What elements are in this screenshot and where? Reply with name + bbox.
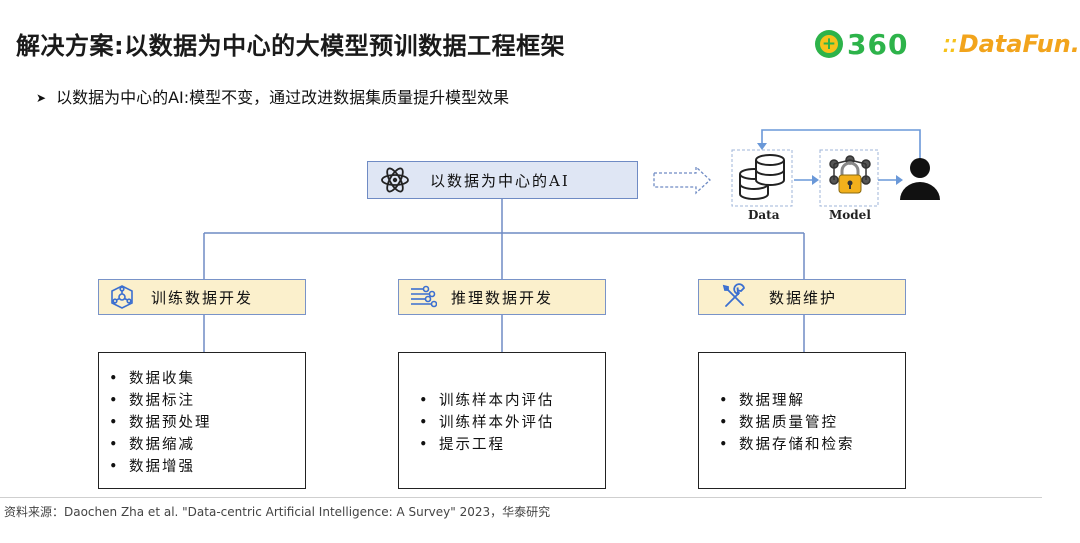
- logo-datafun: ⁚⁚DataFun.: [943, 30, 1080, 58]
- atom-icon: [381, 167, 409, 193]
- branch-list-data-maintenance: 数据理解 数据质量管控 数据存储和检索: [698, 352, 906, 489]
- root-node-label: 以数据为中心的AI: [430, 171, 570, 190]
- branch-head-data-maintenance: 数据维护: [698, 279, 906, 315]
- list-item: 数据预处理: [109, 412, 305, 434]
- triangle-bullet-icon: ➤: [36, 91, 47, 105]
- page-title: 解决方案:以数据为中心的大模型预训数据工程框架: [16, 32, 566, 60]
- circuit-icon: [411, 285, 437, 308]
- list-item: 数据理解: [719, 390, 905, 412]
- dashed-arrow-icon: [653, 165, 711, 195]
- list-item: 数据存储和检索: [719, 434, 905, 456]
- list-item: 提示工程: [419, 434, 605, 456]
- dots-icon: ⁚⁚: [943, 36, 957, 57]
- source-note: 资料来源：Daochen Zha et al. "Data-centric Ar…: [4, 505, 551, 519]
- list-item: 训练样本内评估: [419, 390, 605, 412]
- branch-list-inference-data: 训练样本内评估 训练样本外评估 提示工程: [398, 352, 606, 489]
- branch-head-inference-data: 推理数据开发: [398, 279, 606, 315]
- root-node: 以数据为中心的AI: [367, 161, 638, 199]
- branch-label: 推理数据开发: [451, 288, 554, 307]
- database-icon: [739, 154, 785, 200]
- network-icon: [111, 285, 133, 309]
- user-icon: [900, 158, 940, 200]
- list-item: 数据质量管控: [719, 412, 905, 434]
- logo-datafun-text: DataFun.: [958, 30, 1080, 58]
- footer-divider: [0, 497, 1042, 498]
- list-item: 训练样本外评估: [419, 412, 605, 434]
- branch-head-training-data: 训练数据开发: [98, 279, 306, 315]
- model-label: Model: [829, 208, 871, 222]
- subtitle: ➤ 以数据为中心的AI:模型不变，通过改进数据集质量提升模型效果: [36, 84, 509, 108]
- list-item: 数据增强: [109, 456, 305, 478]
- logo-360-text: 360: [847, 27, 909, 61]
- logo-360: + 360: [815, 27, 909, 61]
- data-label: Data: [748, 208, 780, 222]
- subtitle-text: 以数据为中心的AI:模型不变，通过改进数据集质量提升模型效果: [56, 88, 510, 107]
- list-item: 数据缩减: [109, 434, 305, 456]
- logo-360-badge-icon: +: [815, 30, 843, 58]
- tools-icon: [722, 283, 745, 307]
- branch-list-training-data: 数据收集 数据标注 数据预处理 数据缩减 数据增强: [98, 352, 306, 489]
- list-item: 数据标注: [109, 390, 305, 412]
- lock-network-icon: [829, 155, 871, 194]
- branch-label: 数据维护: [769, 288, 838, 307]
- branch-label: 训练数据开发: [151, 288, 254, 307]
- list-item: 数据收集: [109, 368, 305, 390]
